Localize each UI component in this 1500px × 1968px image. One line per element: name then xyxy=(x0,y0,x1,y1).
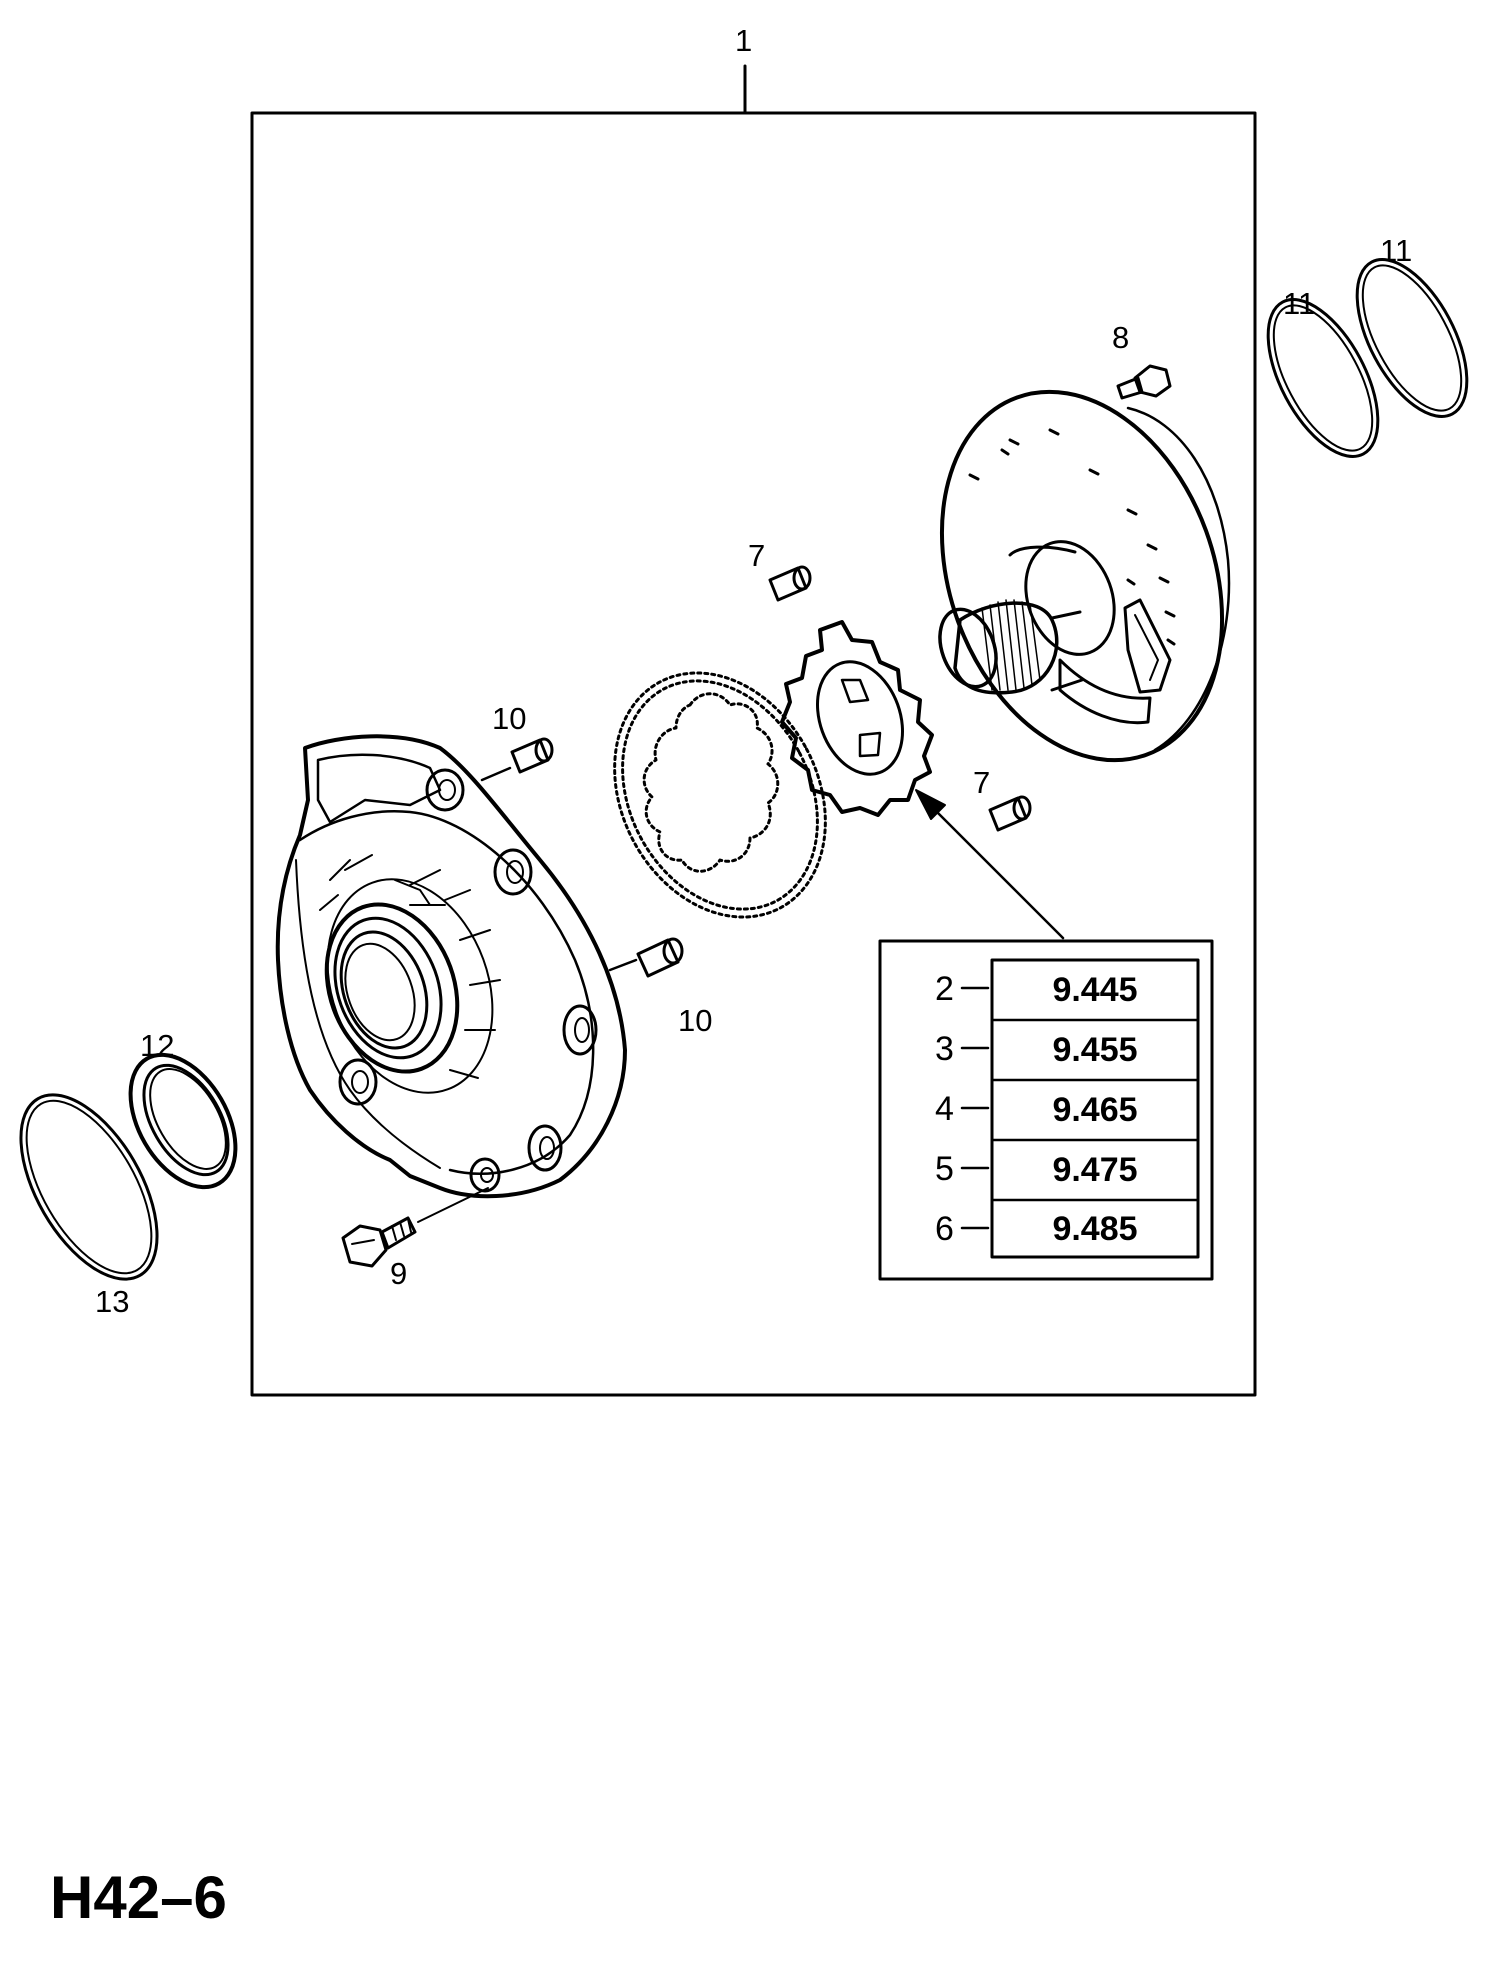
callout-7-top: 7 xyxy=(748,538,766,573)
dowel-pin-10-top xyxy=(480,737,554,782)
variant-table-frame xyxy=(878,939,1214,1281)
table-cell-value: 9.485 xyxy=(1052,1209,1138,1248)
outer-rotor xyxy=(613,671,827,919)
callout-7-bottom: 7 xyxy=(973,765,991,800)
callout-8: 8 xyxy=(1112,320,1130,355)
table-row-num: 6 xyxy=(935,1210,954,1248)
variant-table-cells xyxy=(990,958,1200,1259)
table-cell-value: 9.455 xyxy=(1052,1030,1138,1069)
callout-1: 1 xyxy=(735,23,753,58)
page-code: H42–6 xyxy=(50,1864,227,1931)
table-cell-value: 9.445 xyxy=(1052,970,1138,1009)
table-pointer-arrowhead xyxy=(915,789,946,820)
callout-11-right: 11 xyxy=(1380,233,1413,268)
inner-rotor-gear xyxy=(780,620,934,817)
dowel-pin-10-bottom xyxy=(608,937,684,978)
o-ring-13 xyxy=(19,1093,159,1281)
bolt-8 xyxy=(1116,364,1172,400)
assembly-frame xyxy=(250,111,1257,1397)
o-ring-11-right xyxy=(1355,258,1469,418)
dowel-pin-7-top xyxy=(768,565,812,602)
pump-cover-stator xyxy=(938,389,1231,763)
callout-9: 9 xyxy=(390,1256,408,1291)
table-row-num: 2 xyxy=(935,970,954,1008)
o-ring-11-left xyxy=(1266,298,1380,458)
callout-12: 12 xyxy=(140,1028,175,1063)
table-cell-value: 9.475 xyxy=(1052,1150,1138,1189)
dowel-pin-7-bottom xyxy=(988,795,1032,832)
table-row-num: 4 xyxy=(935,1090,954,1128)
seal-ring-12 xyxy=(128,1052,238,1190)
callout-13: 13 xyxy=(95,1284,130,1319)
table-row-num: 5 xyxy=(935,1150,954,1188)
table-cell-value: 9.465 xyxy=(1052,1090,1138,1129)
table-row-num: 3 xyxy=(935,1030,954,1068)
bolt-9 xyxy=(341,1187,489,1268)
table-pointer-leader xyxy=(923,798,1065,940)
callout-10-top: 10 xyxy=(492,701,527,736)
pump-body xyxy=(275,734,627,1199)
callout-10-bottom: 10 xyxy=(678,1003,713,1038)
callout-11-left: 11 xyxy=(1283,286,1316,321)
